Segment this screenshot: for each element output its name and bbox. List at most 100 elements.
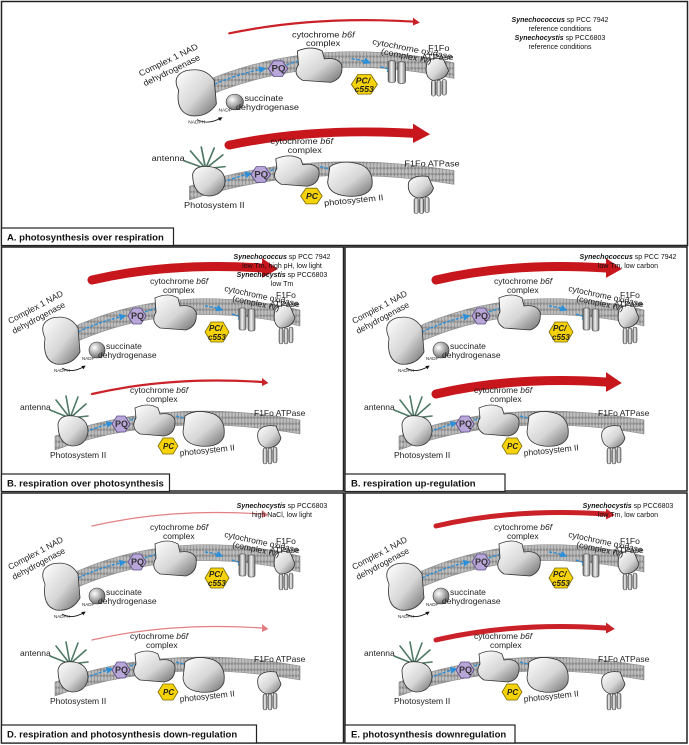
photosynthesis-flow-arrow (224, 123, 431, 150)
photosystem-ii-label: Photosystem II (50, 450, 106, 460)
panel-frame-E (344, 492, 688, 744)
pc-label: PC (507, 688, 518, 697)
pc-label: PC (507, 442, 518, 451)
photosystem-lower-label: photosystem II (179, 442, 235, 458)
f1fo-label-2: ATPase (270, 545, 300, 555)
cyt-b6f-label-2: complex (507, 285, 539, 295)
condition-line: Synechocystis sp PCC6803 (237, 272, 328, 279)
cyt-b6f-label: cytochrome b6f (150, 276, 210, 286)
succinate-label-2: dehydrogenase (442, 350, 501, 360)
svg-text:E. photosynthesis downregulat: E. photosynthesis downregulation (351, 730, 506, 741)
respiration-flow-arrow (228, 17, 420, 35)
pc-c553-label: PC/ (209, 570, 223, 579)
succinate-label: succinate (106, 587, 142, 597)
condition-line: Synechococcus sp PCC 7942 (512, 17, 609, 24)
nadph-label: NADPH (398, 614, 414, 619)
photosystem-lower-label: photosystem II (179, 688, 235, 704)
cyt-b6f-label-lower: cytochrome b6f (130, 385, 190, 395)
f1fo-atpase-label: F1Fo ATPase (254, 408, 306, 418)
pq-label: PQ (271, 64, 285, 74)
pc-label: PC (163, 442, 174, 451)
f1fo-atpase-label: F1Fo ATPase (404, 159, 459, 169)
succinate-label: succinate (450, 587, 486, 597)
svg-text:D. respiration and photosynth: D. respiration and photosynthesis down-r… (7, 730, 237, 741)
conditions-A: Synechococcus sp PCC 7942 reference condi… (512, 17, 609, 51)
pc-c553-label-2: c553 (208, 333, 226, 342)
photosystem-ii-label: Photosystem II (184, 200, 245, 210)
antenna-label: antenna (20, 402, 51, 412)
photosynthesis-flow-arrow (431, 372, 622, 399)
antenna-label: antenna (364, 648, 395, 658)
panel-B1: Complex 1 NADdehydrogenaseNADPHNADPsucci… (6, 258, 306, 464)
condition-line: Synechococcus sp PCC 7942 (234, 254, 331, 261)
f1fo-atpase-label: F1Fo ATPase (598, 654, 650, 664)
electron-transport-scene (43, 295, 300, 464)
cyt-b6f-label-lower: cytochrome b6f (474, 631, 534, 641)
condition-line: Synechocystis sp PCC6803 (515, 35, 606, 42)
panel-title-B2: B. respiration up-regulation (344, 473, 506, 493)
nadp-label: NADP (219, 108, 232, 113)
f1fo-label-2: ATPase (270, 299, 300, 309)
cyt-b6f-label-lower-2: complex (490, 640, 522, 650)
nadp-label: NADP (426, 356, 439, 361)
pq-label-lower: PQ (254, 170, 268, 180)
condition-line: reference conditions (528, 44, 592, 51)
condition-line: Synechocystis sp PCC6803 (237, 503, 328, 510)
f1fo-label: F1Fo (620, 290, 640, 300)
pq-label-lower: PQ (115, 419, 128, 429)
f1fo-label: F1Fo (620, 536, 640, 546)
cyt-b6f-label-lower: cytochrome b6f (474, 385, 534, 395)
respiration-flow-arrow (87, 258, 278, 285)
respiration-flow-arrow (91, 510, 269, 527)
pc-c553-label: PC/ (209, 324, 223, 333)
pc-c553-label-2: c553 (355, 86, 375, 95)
pc-c553-label: PC/ (553, 570, 567, 579)
condition-line: reference conditions (528, 26, 592, 33)
nadp-label: NADP (426, 602, 439, 607)
cyt-b6f-label-2: complex (306, 38, 341, 48)
succinate-label-2: dehydrogenase (98, 350, 157, 360)
cyt-b6f-label: cytochrome b6f (494, 276, 554, 286)
cyt-b6f-label-lower-2: complex (146, 640, 178, 650)
succinate-label: succinate (106, 341, 142, 351)
photosystem-ii-label: Photosystem II (394, 450, 450, 460)
electron-transport-scene (43, 541, 300, 710)
antenna-label: antenna (152, 153, 185, 163)
photosystem-lower-label: photosystem II (523, 442, 579, 458)
respiration-flow-arrow (433, 508, 615, 529)
succinate-label: succinate (244, 93, 283, 103)
condition-line: Synechocystis sp PCC6803 (583, 503, 674, 510)
f1fo-label: F1Fo (428, 43, 450, 53)
photosynthesis-flow-arrow (90, 378, 269, 396)
nadph-label: NADPH (188, 120, 205, 125)
f1fo-label: F1Fo (276, 536, 296, 546)
nadph-label: NADPH (398, 368, 414, 373)
f1fo-label-2: ATPase (614, 545, 644, 555)
pq-label: PQ (131, 311, 144, 321)
svg-text:B. respiration up-regulation: B. respiration up-regulation (351, 479, 476, 490)
cyt-b6f-label: cytochrome b6f (150, 522, 210, 532)
panel-title-B1: B. respiration over photosynthesis (0, 473, 171, 493)
panel-frame-B1 (0, 246, 345, 492)
cyt-b6f-label-lower-2: complex (146, 394, 178, 404)
f1fo-label-2: ATPase (422, 52, 454, 62)
cyt-b6f-label-lower: cytochrome b6f (130, 631, 190, 641)
succinate-label-2: dehydrogenase (442, 596, 501, 606)
photosystem-ii-label: Photosystem II (50, 696, 106, 706)
cyt-b6f-label-2: complex (163, 531, 195, 541)
panel-title-A: A. photosynthesis over respiration (0, 227, 175, 247)
pq-label: PQ (475, 311, 488, 321)
svg-text:B. respiration over photosynt: B. respiration over photosynthesis (7, 479, 164, 490)
pq-label-lower: PQ (459, 665, 472, 675)
pc-c553-label: PC/ (553, 324, 567, 333)
cyt-b6f-label: cytochrome b6f (494, 522, 554, 532)
succinate-label: succinate (450, 341, 486, 351)
photosystem-ii-label: Photosystem II (394, 696, 450, 706)
nadph-label: NADPH (54, 614, 70, 619)
photosystem-lower-label: photosystem II (523, 688, 579, 704)
pq-label: PQ (475, 557, 488, 567)
photosynthesis-flow-arrow (91, 624, 269, 641)
